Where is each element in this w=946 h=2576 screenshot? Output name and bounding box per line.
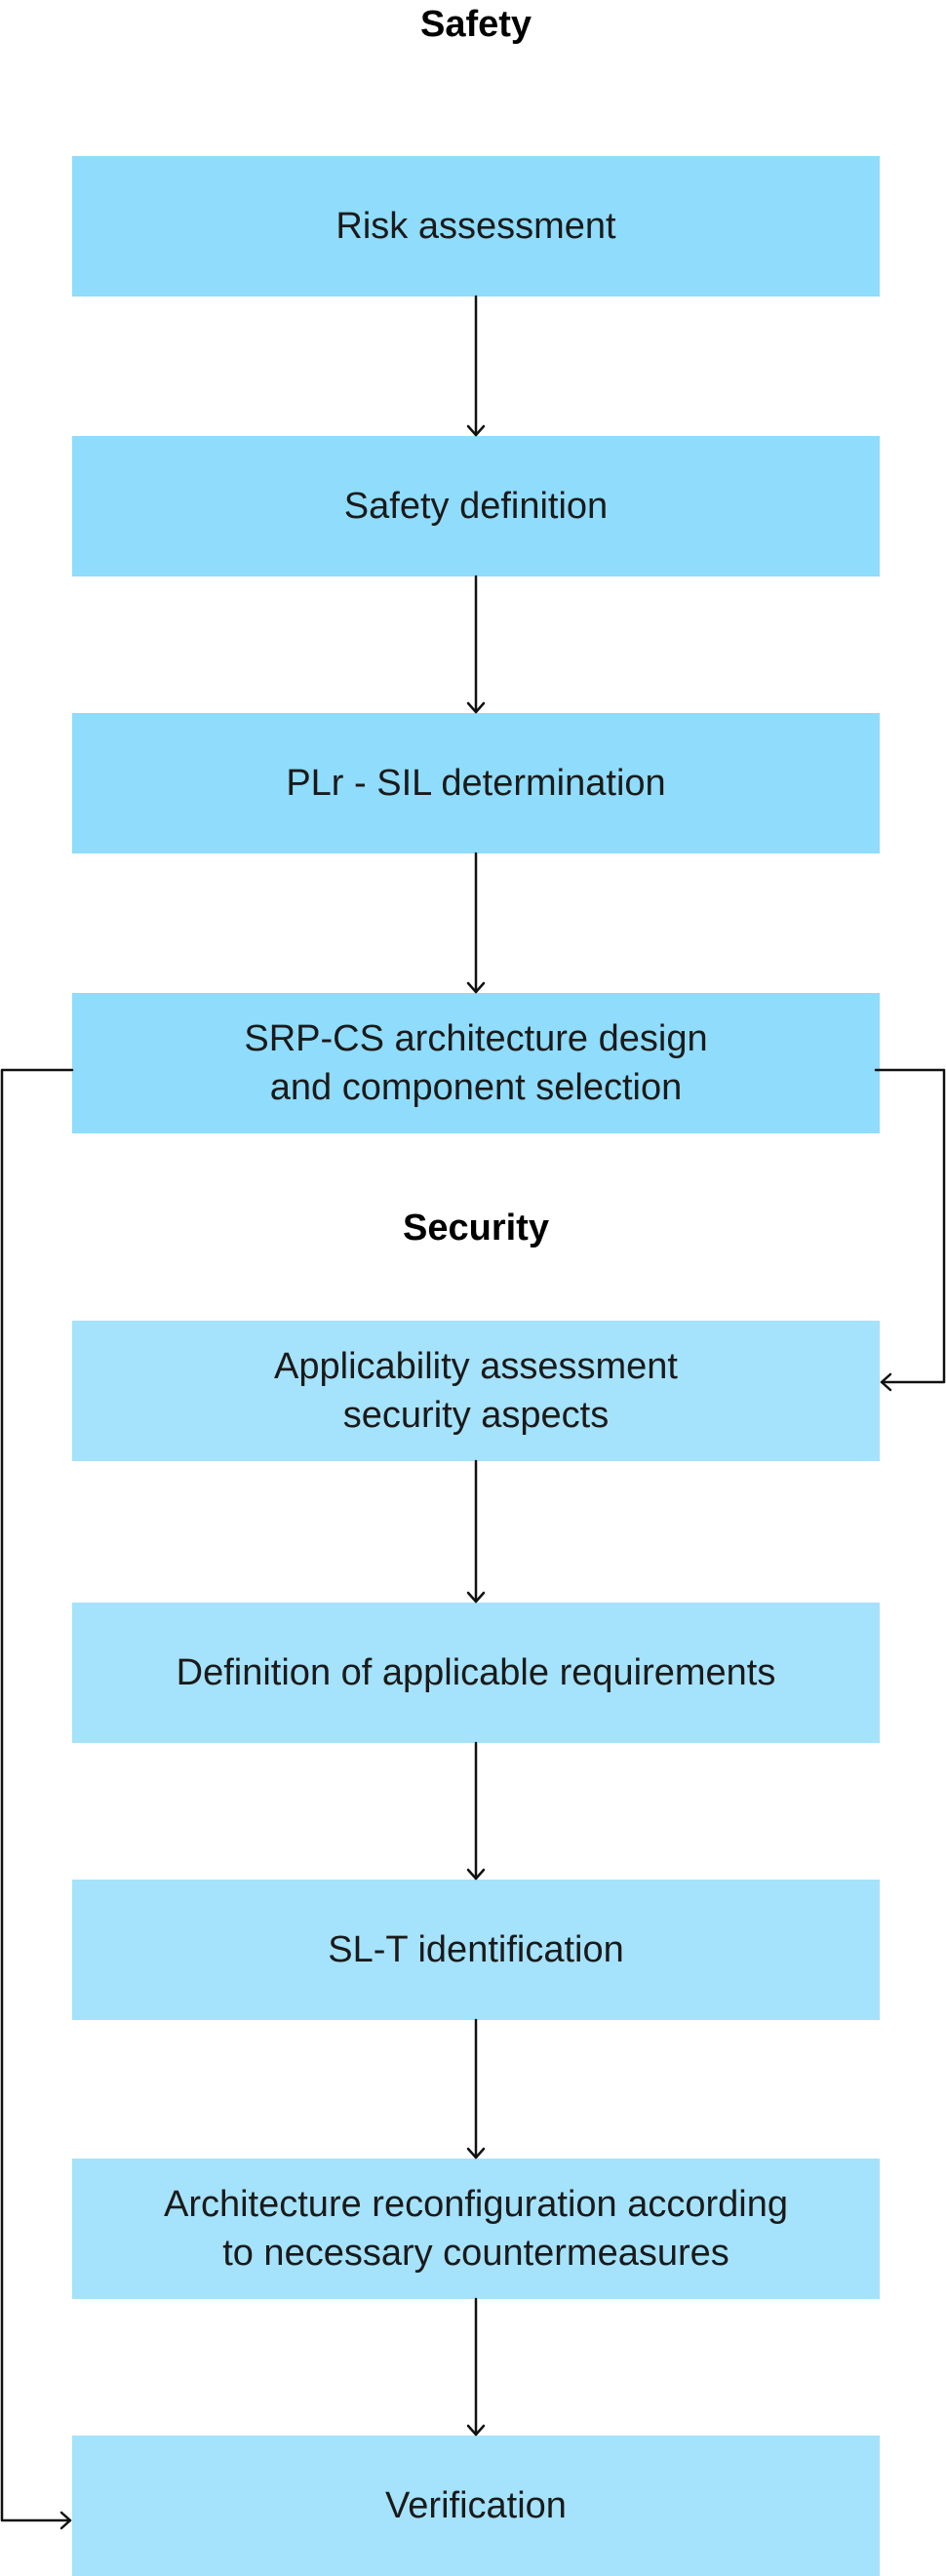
step-definition-requirements: Definition of applicable requirements [72, 1603, 880, 1743]
arrow-risk-to-safety-definition [466, 295, 486, 437]
step-architecture-reconfiguration: Architecture reconfiguration according t… [72, 2159, 880, 2299]
step-plr-sil-determination: PLr - SIL determination [72, 713, 880, 853]
step-srp-cs-architecture: SRP-CS architecture design and component… [72, 993, 880, 1133]
step-label: PLr - SIL determination [286, 763, 666, 804]
step-label: Verification [385, 2485, 567, 2526]
arrow-sl-t-to-reconfiguration [466, 2018, 486, 2160]
arrow-srp-cs-to-verification [0, 1068, 74, 2530]
arrow-plr-sil-to-srp-cs [466, 852, 486, 994]
step-risk-assessment: Risk assessment [72, 156, 880, 297]
step-label: Definition of applicable requirements [176, 1652, 776, 1693]
arrow-safety-definition-to-plr-sil [466, 575, 486, 714]
arrow-definition-to-sl-t [466, 1741, 486, 1881]
step-safety-definition: Safety definition [72, 436, 880, 576]
step-label: Architecture reconfiguration according t… [163, 2184, 788, 2274]
security-section-title: Security [403, 1208, 549, 1248]
step-label: SRP-CS architecture design and component… [244, 1018, 708, 1108]
step-verification: Verification [72, 2436, 880, 2576]
step-applicability-assessment: Applicability assessment security aspect… [72, 1321, 880, 1461]
step-label: Risk assessment [335, 206, 616, 247]
arrow-applicability-to-definition [466, 1459, 486, 1604]
step-label: Applicability assessment security aspect… [274, 1346, 678, 1436]
arrow-reconfiguration-to-verification [466, 2297, 486, 2437]
step-label: SL-T identification [328, 1929, 624, 1970]
step-label: Safety definition [343, 486, 609, 527]
step-sl-t-identification: SL-T identification [72, 1880, 880, 2020]
safety-section-title: Safety [419, 4, 532, 45]
